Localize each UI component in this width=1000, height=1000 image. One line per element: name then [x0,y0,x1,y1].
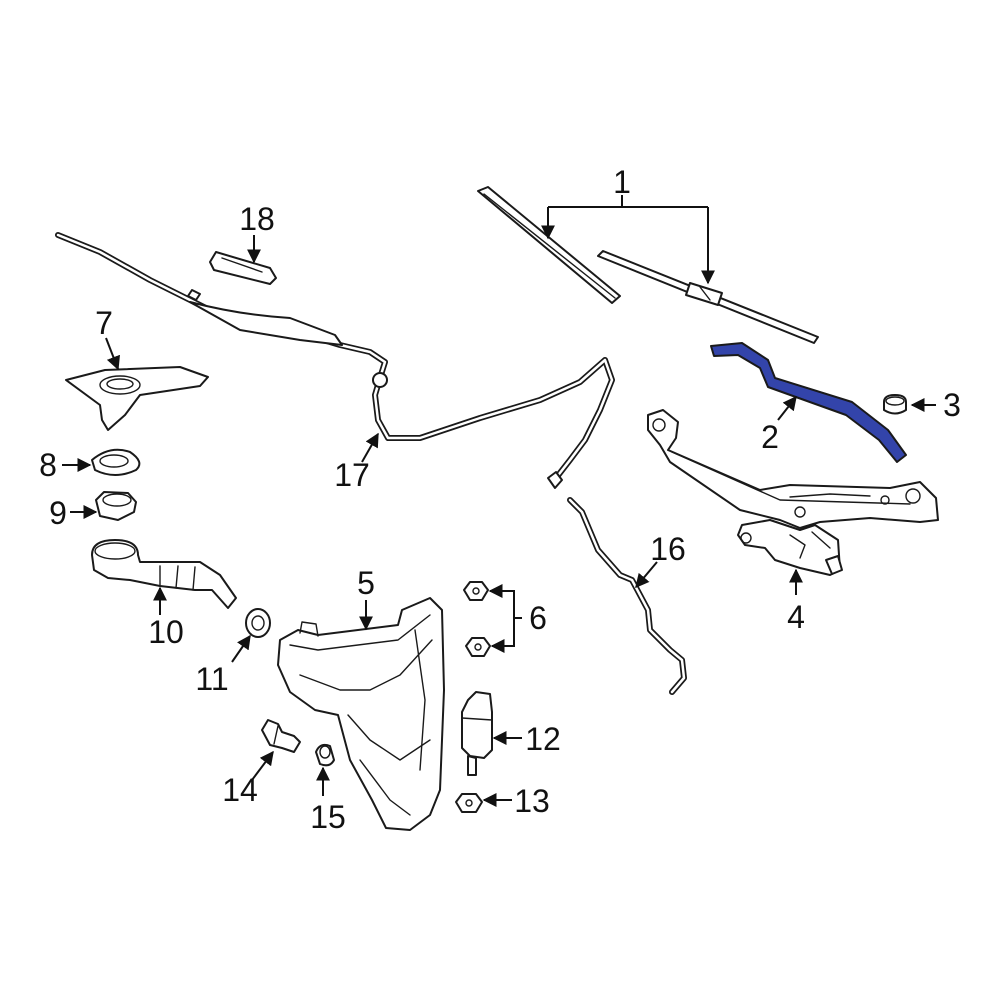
callout-11: 11 [195,661,228,697]
callout-17: 17 [334,457,370,493]
wiper-blade-left [477,186,621,304]
washer-pump [461,691,493,776]
callout-4: 4 [787,599,805,635]
wiper-blade-right [597,250,819,344]
washer-hose [55,232,615,489]
washer-reservoir [277,597,445,831]
filler-ring [95,491,137,521]
wiper-arm [710,342,907,463]
callout-5: 5 [357,565,375,601]
wiper-motor [737,519,843,576]
callout-2: 2 [761,419,779,455]
callout-3: 3 [943,387,961,423]
washer-nozzle [209,251,277,285]
callout-14: 14 [222,772,258,808]
wiper-linkage [647,409,939,529]
sensor-grommet [315,743,335,767]
filler-neck [91,539,237,609]
callout-16: 16 [650,531,686,567]
callout-9: 9 [49,495,67,531]
nut-cap [883,394,907,415]
callout-15: 15 [310,799,346,835]
callout-6: 6 [529,600,547,636]
leader-lines [62,195,936,807]
callout-1: 1 [613,164,631,200]
wiper-arm-shape [710,342,907,463]
callout-10: 10 [148,614,184,650]
callout-12: 12 [525,721,561,757]
nut-small [455,793,483,813]
callout-13: 13 [514,783,550,819]
washer-tube [567,497,687,695]
level-sensor [261,719,301,753]
nut-lower [465,637,491,657]
callout-8: 8 [39,447,57,483]
cowl-bracket [65,366,209,431]
callout-7: 7 [95,305,113,341]
nut-upper [463,581,489,601]
grommet [245,608,271,638]
filler-seal [91,448,141,476]
callout-18: 18 [239,201,275,237]
